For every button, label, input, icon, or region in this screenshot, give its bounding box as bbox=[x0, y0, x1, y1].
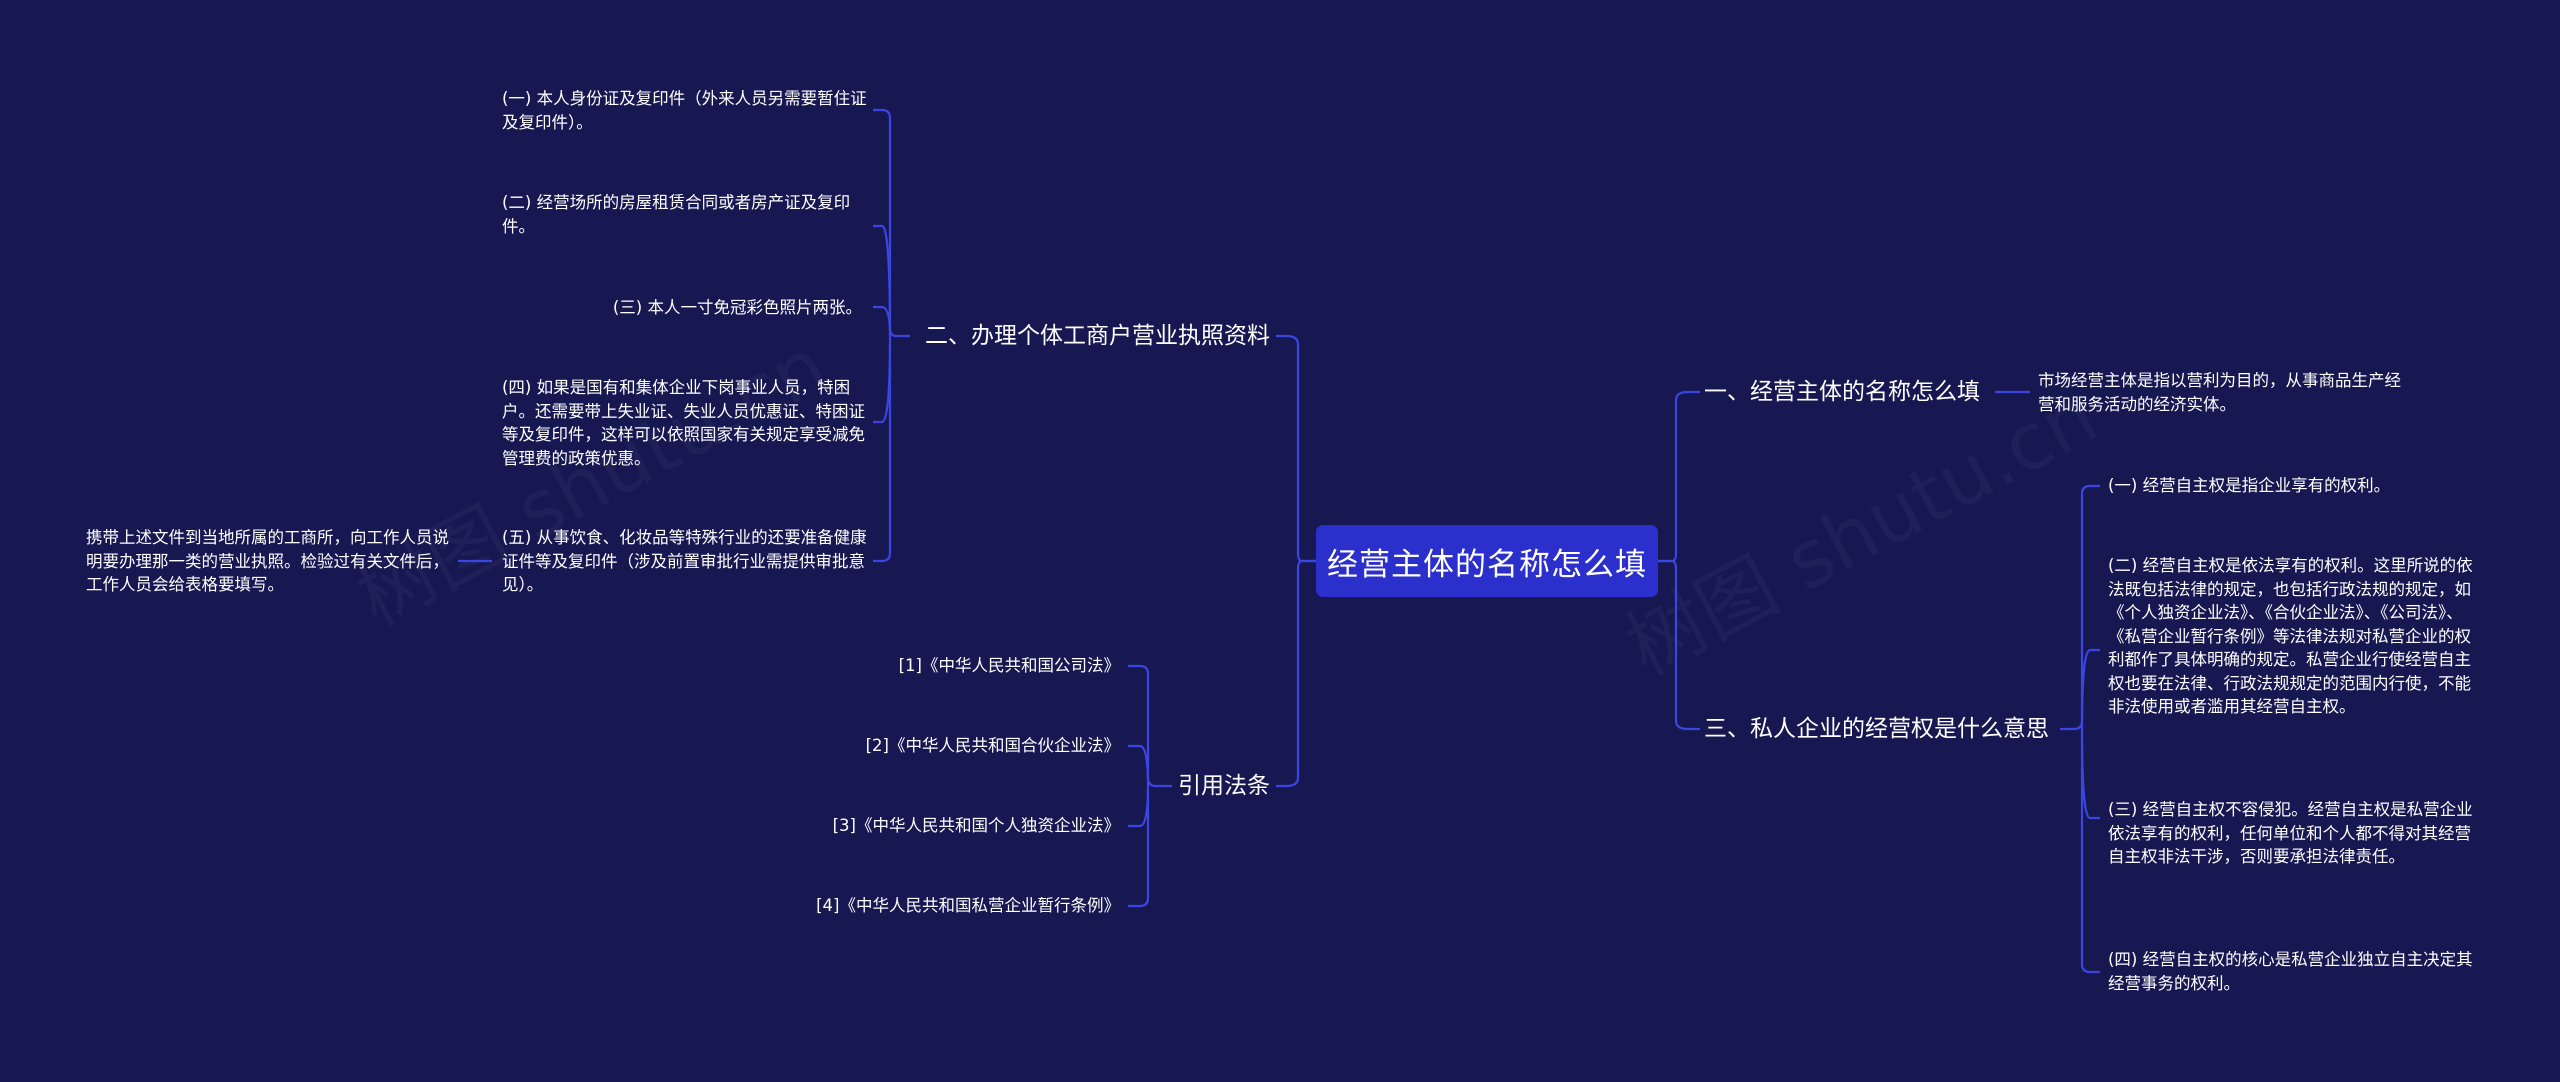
leaf-definition[interactable]: 市场经营主体是指以营利为目的，从事商品生产经营和服务活动的经济实体。 bbox=[2038, 371, 2401, 414]
edge-root-b2 bbox=[1276, 334, 1316, 563]
leaf-rights-3[interactable]: (三) 经营自主权不容侵犯。经营自主权是私营企业依法享有的权利，任何单位和个人都… bbox=[2108, 800, 2473, 866]
branch-private-business-rights[interactable]: 三、私人企业的经营权是什么意思 bbox=[1704, 716, 2049, 742]
leaf-law-3[interactable]: [3]《中华人民共和国个人独资企业法》 bbox=[832, 816, 1120, 835]
edge-b4-leaves bbox=[1128, 664, 1172, 788]
leaf-law-2[interactable]: [2]《中华人民共和国合伙企业法》 bbox=[865, 736, 1120, 755]
edge-root-b3 bbox=[1658, 559, 1700, 731]
edge-root-b1 bbox=[1658, 390, 1700, 563]
leaf-materials-1[interactable]: (一) 本人身份证及复印件（外来人员另需要暂住证及复印件）。 bbox=[502, 89, 867, 132]
leaf-rights-1[interactable]: (一) 经营自主权是指企业享有的权利。 bbox=[2108, 476, 2391, 495]
branch-name-fill[interactable]: 一、经营主体的名称怎么填 bbox=[1704, 379, 1980, 405]
leaf-law-1[interactable]: [1]《中华人民共和国公司法》 bbox=[898, 656, 1120, 675]
leaf-submit-docs[interactable]: 携带上述文件到当地所属的工商所，向工作人员说明要办理那一类的营业执照。检验过有关… bbox=[86, 528, 449, 594]
branch-license-materials[interactable]: 二、办理个体工商户营业执照资料 bbox=[925, 323, 1270, 349]
edge-b2-leaves bbox=[873, 108, 910, 338]
edge-root-b4 bbox=[1276, 559, 1316, 788]
leaf-materials-5[interactable]: (五) 从事饮食、化妆品等特殊行业的还要准备健康证件等及复印件（涉及前置审批行业… bbox=[502, 528, 867, 594]
leaf-materials-3[interactable]: (三) 本人一寸免冠彩色照片两张。 bbox=[612, 298, 862, 317]
leaf-rights-2[interactable]: (二) 经营自主权是依法享有的权利。这里所说的依法既包括法律的规定，也包括行政法… bbox=[2108, 556, 2473, 716]
leaf-materials-2[interactable]: (二) 经营场所的房屋租赁合同或者房产证及复印件。 bbox=[502, 193, 851, 236]
branch-cited-laws[interactable]: 引用法条 bbox=[1178, 773, 1270, 799]
root-node[interactable]: 经营主体的名称怎么填 bbox=[1316, 525, 1658, 597]
edge-b3-leaves bbox=[2060, 484, 2100, 731]
leaf-materials-4[interactable]: (四) 如果是国有和集体企业下岗事业人员，特困户。还需要带上失业证、失业人员优惠… bbox=[502, 378, 865, 468]
leaf-rights-4[interactable]: (四) 经营自主权的核心是私营企业独立自主决定其经营事务的权利。 bbox=[2108, 950, 2473, 993]
leaf-law-4[interactable]: [4]《中华人民共和国私营企业暂行条例》 bbox=[816, 896, 1120, 915]
